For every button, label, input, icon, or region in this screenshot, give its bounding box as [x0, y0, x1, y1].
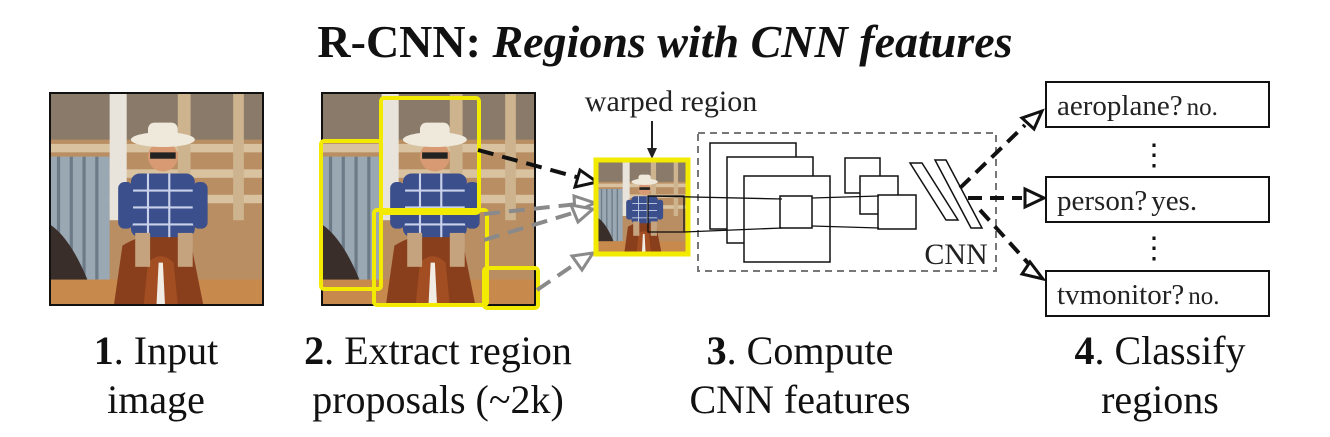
cnn-connections	[647, 195, 880, 233]
class-text-tvmonitor: tvmonitor? no.	[1057, 279, 1220, 311]
classifier-arrows	[958, 123, 1030, 265]
proposal-box-horse	[372, 208, 489, 307]
cnn-dashed-frame	[697, 132, 997, 272]
ellipsis-2: ⋮	[1139, 232, 1169, 265]
step-captions: 1. Input image 2. Extract region proposa…	[94, 328, 1246, 422]
arrowhead-gray-2	[568, 203, 597, 225]
classifier-arrowheads	[1019, 108, 1048, 282]
class-answer-person: yes.	[1151, 185, 1197, 217]
arrow-gray-3	[535, 260, 580, 292]
step-2-caption: 2. Extract region proposals (~2k)	[304, 328, 572, 422]
proposal-box-gate	[319, 139, 383, 291]
svg-text:4. Classify: 4. Classify	[1074, 328, 1245, 373]
class-text-person: person? yes.	[1057, 185, 1197, 217]
arrowhead-aeroplane	[1019, 108, 1045, 132]
step-3-caption: 3. Compute CNN features	[689, 328, 910, 422]
step-2-line1: . Extract region	[324, 328, 572, 373]
class-result-aeroplane: aeroplane? no.	[1045, 81, 1270, 128]
step-3-number: 3	[707, 328, 727, 373]
title-emphasis: Regions with CNN features	[491, 16, 1012, 67]
fc-layer-1	[908, 162, 960, 221]
svg-text:3. Compute: 3. Compute	[707, 328, 894, 373]
step-3-line1: . Compute	[727, 328, 894, 373]
warped-region-image	[593, 157, 691, 257]
arrow-gray-2	[483, 210, 577, 242]
fc-layer-2	[933, 159, 984, 229]
arrow-to-aeroplane	[958, 123, 1027, 190]
step-1-caption: 1. Input image	[94, 328, 218, 422]
arrow-to-tvmonitor	[978, 208, 1030, 265]
class-name-tvmonitor: tvmonitor?	[1057, 279, 1184, 311]
class-result-person: person? yes.	[1045, 176, 1270, 223]
class-name-person: person?	[1057, 185, 1147, 217]
step-4-line1: . Classify	[1094, 328, 1245, 373]
class-result-tvmonitor: tvmonitor? no.	[1045, 270, 1270, 317]
step-1-line1: . Input	[114, 328, 218, 373]
step-4-line2: regions	[1101, 377, 1219, 422]
class-answer-tvmonitor: no.	[1188, 283, 1219, 310]
arrow-gray-1	[483, 202, 579, 216]
title-prefix: R-CNN:	[317, 16, 481, 67]
step-2-line2: proposals (~2k)	[312, 377, 564, 422]
conv-layer-6	[877, 194, 917, 230]
arrowhead-gray-3	[569, 251, 597, 273]
ellipsis-1: ⋮	[1139, 139, 1169, 172]
arrowhead-dark	[572, 167, 601, 190]
diagram-title: R-CNN: Regions with CNN features	[317, 16, 1012, 67]
arrowhead-person	[1023, 186, 1048, 210]
step-4-number: 4	[1074, 328, 1094, 373]
arrow-dark	[477, 148, 581, 180]
step-2-number: 2	[304, 328, 324, 373]
input-image	[48, 91, 265, 307]
class-results: aeroplane? no. ⋮ person? yes. ⋮ tvmonito…	[1045, 81, 1270, 317]
region-proposal-boxes	[319, 96, 540, 310]
warped-region-frame	[593, 157, 691, 257]
proposal-arrowheads	[568, 167, 601, 273]
arrowhead-tvmonitor	[1019, 259, 1047, 282]
warped-region-label: warped region	[585, 85, 757, 118]
class-name-aeroplane: aeroplane?	[1057, 90, 1183, 122]
step-4-caption: 4. Classify regions	[1074, 328, 1245, 422]
svg-text:1. Input: 1. Input	[94, 328, 218, 373]
step-3-line2: CNN features	[689, 377, 910, 422]
proposal-arrows	[477, 148, 581, 292]
step-1-number: 1	[94, 328, 114, 373]
svg-text:2. Extract region: 2. Extract region	[304, 328, 572, 373]
warped-region-pointer-head	[647, 148, 657, 159]
cnn-layers	[709, 142, 984, 263]
class-answer-aeroplane: no.	[1187, 94, 1218, 121]
cnn-label: CNN	[924, 238, 987, 271]
step-1-line2: image	[107, 377, 205, 422]
class-text-aeroplane: aeroplane? no.	[1057, 90, 1218, 122]
proposals-image	[320, 91, 537, 307]
kernel-1	[779, 195, 813, 229]
